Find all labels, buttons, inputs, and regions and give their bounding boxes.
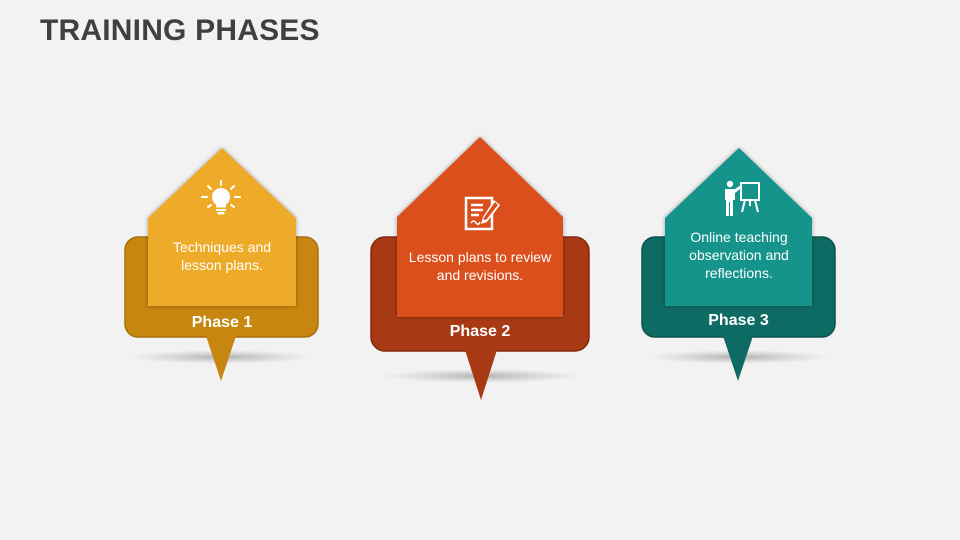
phase-3-label: Phase 3	[708, 312, 769, 329]
phase-2-label: Phase 2	[449, 323, 511, 340]
phase-3-description: Online teaching observation and reflecti…	[689, 229, 789, 281]
lightbulb-icon	[200, 180, 242, 216]
phase-2-description: Lesson plans to review and revisions.	[408, 249, 552, 283]
document-pen-icon	[464, 196, 502, 232]
phase-1-label: Phase 1	[191, 314, 253, 331]
presenter-board-icon	[722, 180, 762, 218]
page-title: TRAINING PHASES	[40, 14, 320, 47]
phase-1-description: Techniques and lesson plans.	[172, 239, 272, 273]
